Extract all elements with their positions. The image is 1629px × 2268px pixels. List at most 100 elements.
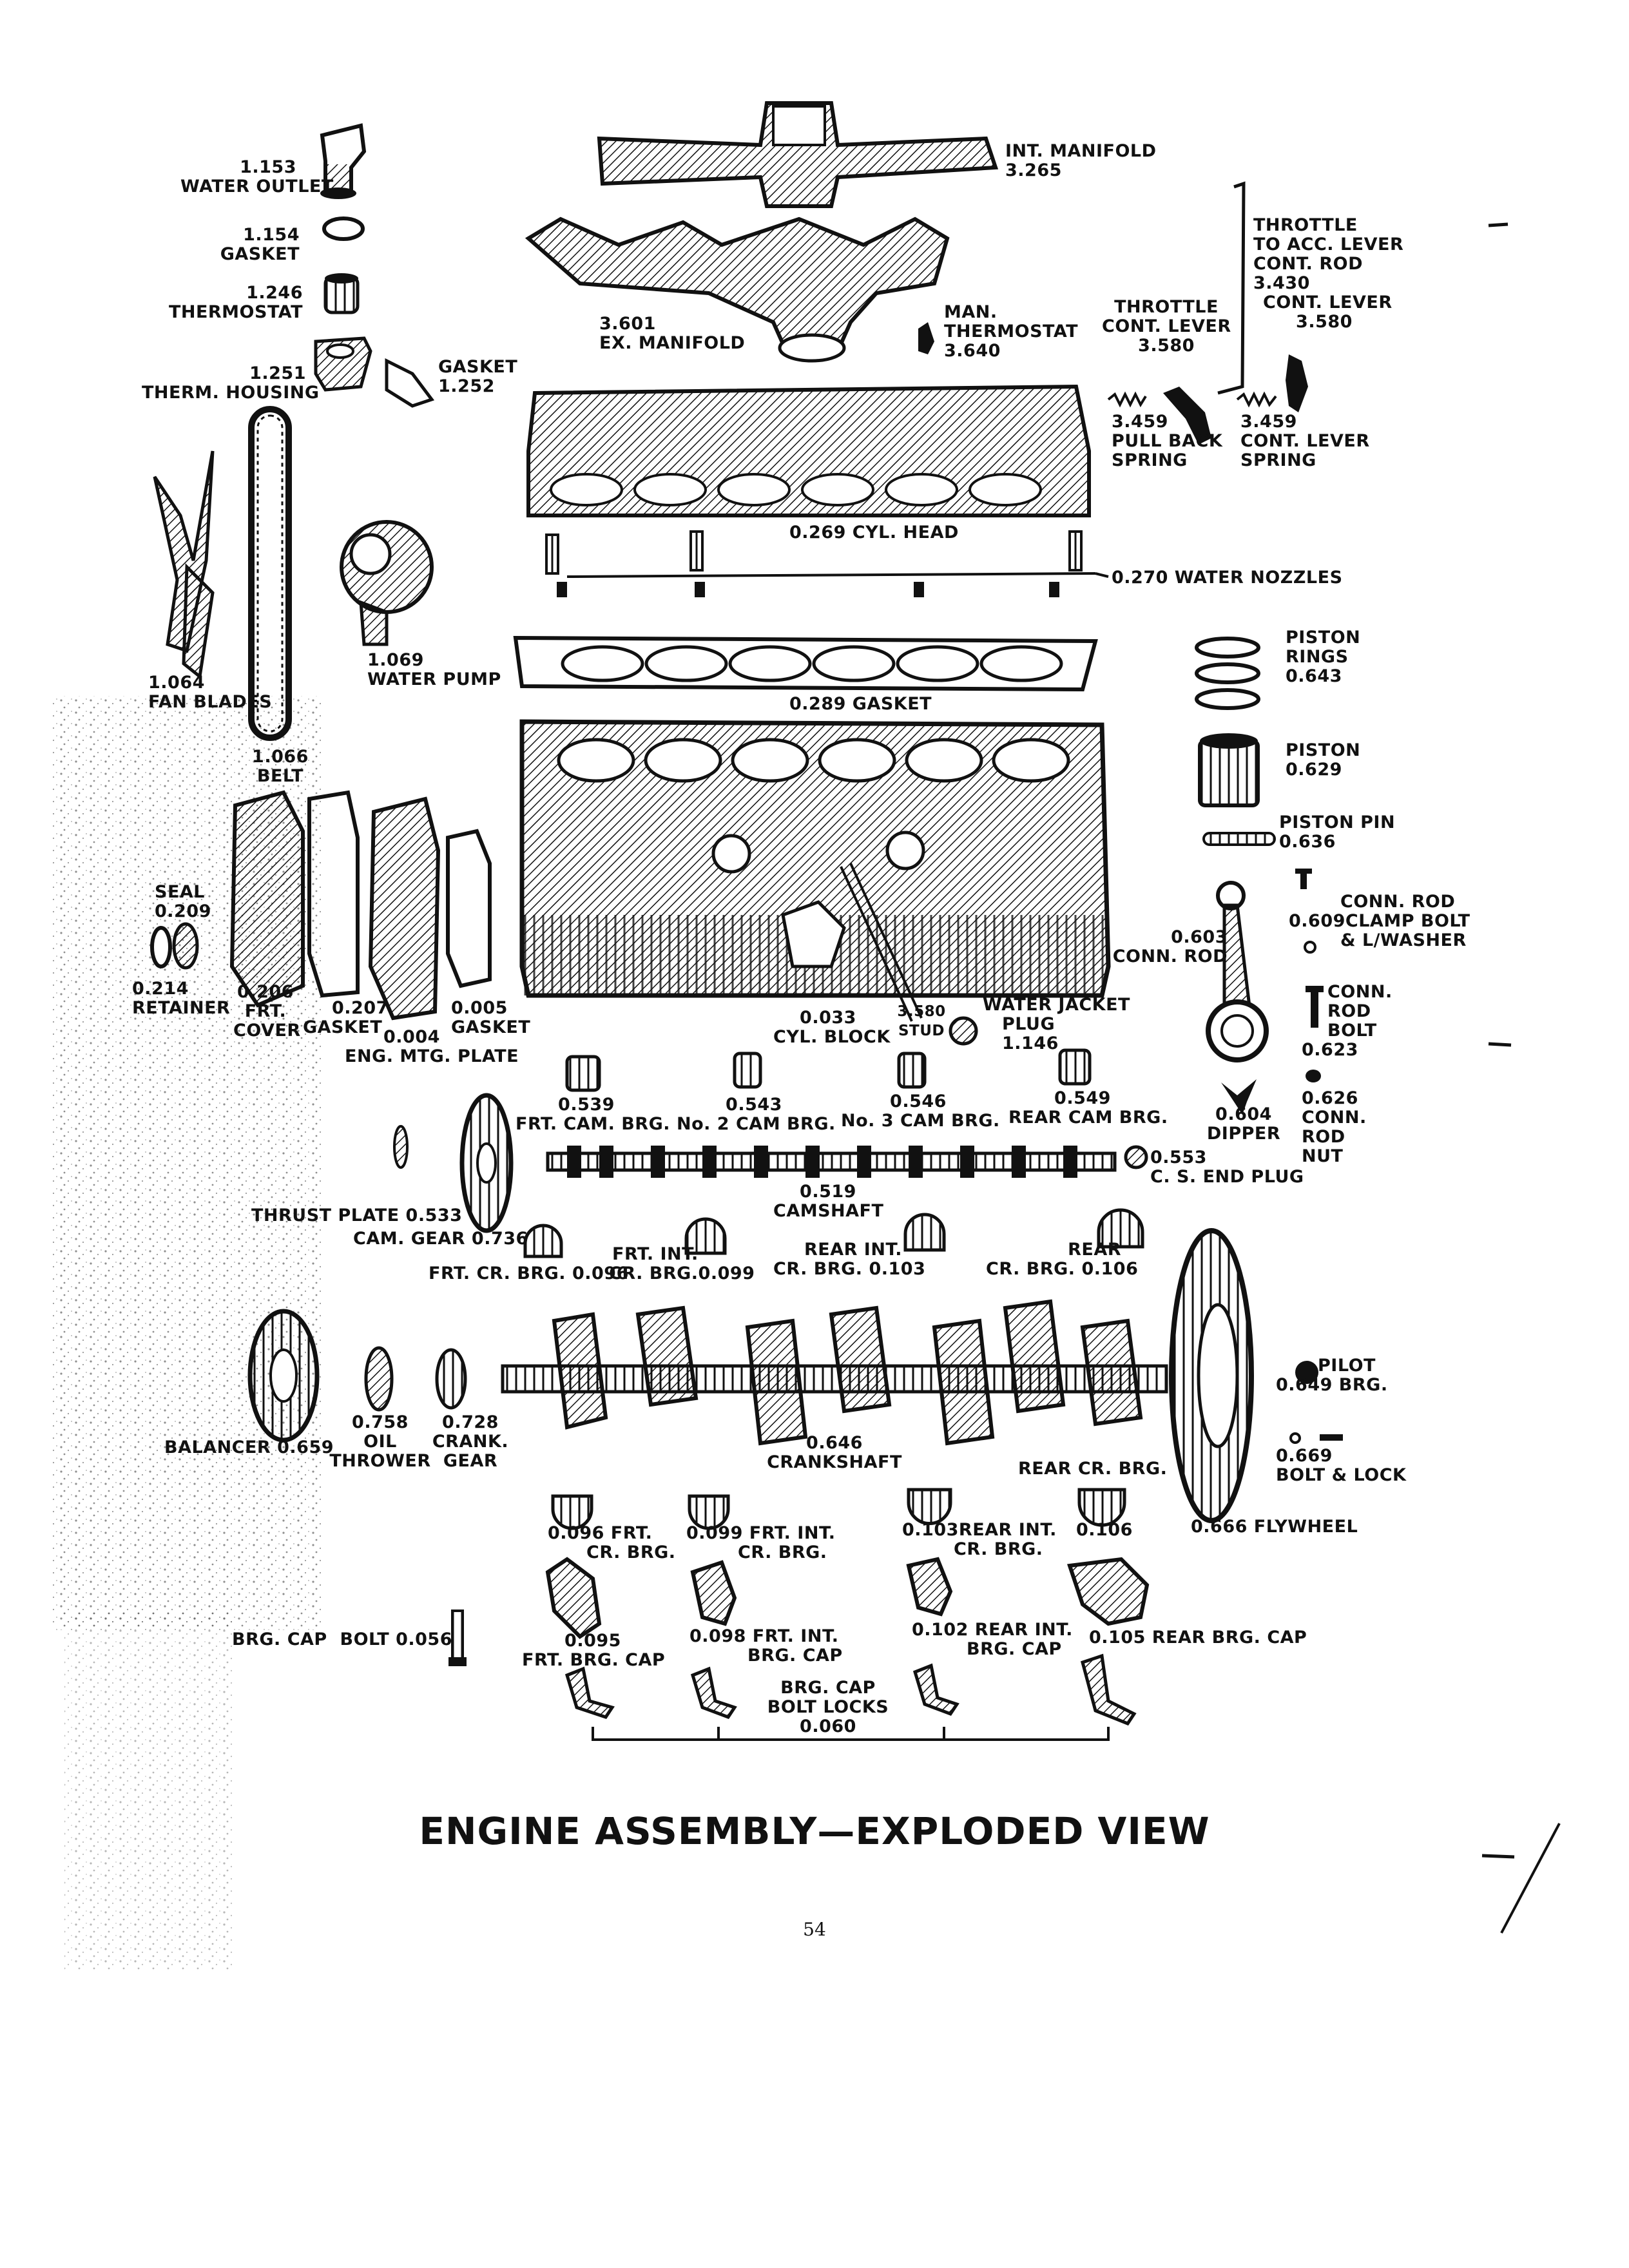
cam-bearings-part (565, 1048, 1092, 1092)
belt-part (248, 406, 292, 741)
thrust-plate-part (393, 1125, 409, 1169)
label-water-nozzles: 0.270 WATER NOZZLES (1112, 568, 1343, 588)
label-brg-cap-bolt: BRG. CAP BOLT 0.056 (232, 1629, 452, 1649)
cont-lever-spring-part (1236, 391, 1277, 408)
cyl-head-part (526, 384, 1091, 517)
washer-part (1304, 941, 1316, 954)
piston-rings-part (1195, 637, 1260, 710)
fan-blades-part (153, 450, 215, 680)
water-nozzles-part (545, 530, 1109, 597)
crankshaft-part (501, 1299, 1168, 1446)
label-rear-int-cr-brg-bot: 0.103REAR INT.CR. BRG. (902, 1520, 1057, 1559)
stud-leader (849, 863, 923, 1019)
piston-part (1198, 733, 1260, 807)
label-rear-int-cr-brg-top: REAR INT.CR. BRG. 0.103 (773, 1240, 926, 1279)
balancer-part (247, 1309, 320, 1443)
edge-dash (1488, 222, 1509, 227)
label-frt-cr-brg-bot: 0.096 FRT.CR. BRG. (548, 1523, 676, 1562)
pilot-brg-part (1295, 1361, 1318, 1384)
flywheel-part (1169, 1228, 1254, 1523)
label-frt-int-brg-cap: 0.098 FRT. INT.BRG. CAP (689, 1626, 843, 1666)
cam-gear-part (459, 1093, 514, 1233)
label-head-gasket: 0.289 GASKET (789, 694, 932, 714)
edge-dash-2 (1488, 1042, 1512, 1047)
label-cyl-head: 0.269 CYL. HEAD (789, 523, 959, 543)
edge-mark (1500, 1823, 1561, 1934)
crank-bearings-upper (523, 1208, 1144, 1258)
thermostat-part (323, 273, 360, 314)
page-number: 54 (803, 1919, 826, 1940)
label-balancer: BALANCER 0.659 (164, 1437, 334, 1457)
label-conn-rod-clamp-bolt: CONN. ROD 0.609CLAMP BOLT & L/WASHER (1289, 892, 1470, 950)
label-rear-cr-brg-mid: REAR CR. BRG. (1018, 1459, 1168, 1479)
conn-rod-bolt-part (1311, 989, 1318, 1028)
bolt-locks-leader (592, 1727, 1110, 1741)
throttle-cont-lever-part (1163, 387, 1211, 445)
label-cam-gear: CAM. GEAR 0.736 (353, 1229, 528, 1249)
bearing-caps-part (545, 1557, 1150, 1639)
camshaft-part (546, 1146, 1117, 1178)
gasket-0005-part (446, 829, 492, 988)
label-frt-int-cr-brg-bot: 0.099 FRT. INT.CR. BRG. (686, 1523, 836, 1562)
water-pump-part (340, 520, 434, 646)
gasket-0207-part (307, 790, 360, 998)
man-thermostat-part (918, 322, 934, 354)
piston-pin-part (1202, 832, 1276, 846)
label-frt-int-cr-brg-top: FRT. INT.CR. BRG.0.099 (609, 1244, 755, 1283)
retainer-part (150, 926, 172, 968)
therm-housing-part (314, 336, 372, 392)
gasket-1154-part (322, 216, 365, 241)
throttle-rod-part (1217, 181, 1246, 395)
cs-end-plug-part (1124, 1145, 1148, 1169)
crank-bearings-lower (551, 1488, 1126, 1530)
oil-thrower-part (364, 1346, 394, 1412)
dipper-part (1221, 1079, 1257, 1115)
label-flywheel: 0.666 FLYWHEEL (1191, 1517, 1358, 1537)
seal-part (172, 922, 199, 970)
edge-noise-2 (64, 1611, 232, 1972)
ex-manifold-part (525, 216, 950, 363)
head-gasket-part (513, 635, 1098, 692)
